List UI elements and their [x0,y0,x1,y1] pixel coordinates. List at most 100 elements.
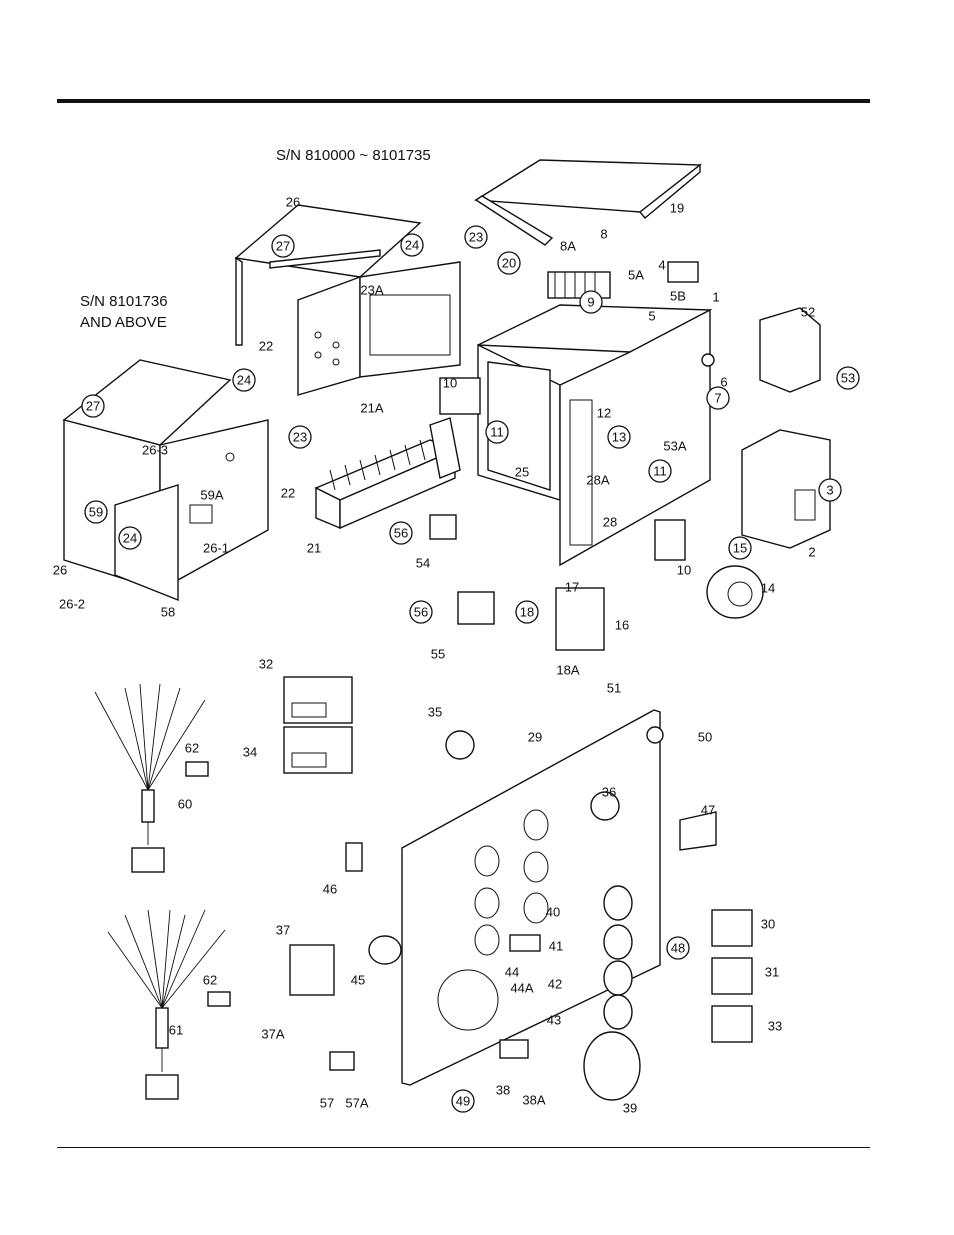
callout-6: 6 [720,375,727,390]
callout-text: 27 [86,399,100,414]
callout-text: 12 [597,406,611,421]
counter-32 [283,676,353,724]
callout-text: 52 [801,305,815,320]
callout-26-1: 26-1 [203,541,229,556]
callout-text: 21A [360,401,383,416]
callout-text: 8A [560,239,576,254]
cover-strip [269,249,381,269]
callout-text: 15 [733,541,747,556]
callout-44: 44 [505,965,519,980]
callout-8: 8 [600,227,607,242]
callout-30: 30 [761,917,775,932]
callout-text: 5B [670,289,686,304]
terminal-block-21 [314,417,461,530]
switch-35 [445,730,475,760]
callout-9: 9 [579,290,603,314]
callout-21A: 21A [360,401,383,416]
callout-1: 1 [712,290,719,305]
callout-text: 8 [600,227,607,242]
callout-text: 4 [658,258,665,273]
callout-7: 7 [706,386,730,410]
callout-text: 62 [185,741,199,756]
callout-text: 24 [237,373,251,388]
callout-55: 55 [431,647,445,662]
breaker-2 [741,429,831,549]
callout-13: 13 [607,425,631,449]
callout-53A: 53A [663,439,686,454]
callout-circle [706,386,730,410]
callout-text: 44A [510,981,533,996]
callout-text: 25 [515,465,529,480]
lamp-45 [368,935,402,965]
callout-35: 35 [428,705,442,720]
callout-text: 48 [671,941,685,956]
callout-text: 23A [360,283,383,298]
callout-text: 39 [623,1101,637,1116]
callout-37A: 37A [261,1027,284,1042]
callout-27b: 27 [81,394,105,418]
fuse-62a [185,761,209,777]
callout-text: 18A [556,663,579,678]
callout-text: 44 [505,965,519,980]
callout-text: 55 [431,647,445,662]
callout-40: 40 [546,905,560,920]
callout-text: 57A [345,1096,368,1111]
clip-4 [667,261,699,283]
callout-circle [607,425,631,449]
part-26-1 [189,504,213,524]
callout-text: 35 [428,705,442,720]
callout-text: 24 [405,238,419,253]
callout-text: 3 [826,483,833,498]
callout-56a: 56 [389,521,413,545]
callout-text: 6 [720,375,727,390]
housing-22-front [297,275,361,396]
callout-text: 20 [502,256,516,271]
callout-18A: 18A [556,663,579,678]
top-cover-assembly [234,204,461,396]
part-10-upper [439,377,481,415]
callout-text: 56 [394,526,408,541]
callout-text: 13 [612,430,626,445]
callout-circle [728,536,752,560]
callout-text: 16 [615,618,629,633]
callout-text: 41 [549,939,563,954]
callout-circle [818,478,842,502]
key-switch-37 [289,944,335,996]
knob-50 [646,726,664,744]
breaker-assembly [741,307,831,549]
cover-26-left [235,256,243,346]
callout-text: 53 [841,371,855,386]
callout-text: 38A [522,1093,545,1108]
callout-circle [497,251,521,275]
gauge-39 [583,1031,641,1101]
callout-59A: 59A [200,488,223,503]
callout-text: 7 [714,391,721,406]
callout-text: 14 [761,581,775,596]
callout-24a: 24 [400,233,424,257]
callout-57: 57 [320,1096,334,1111]
callout-circle [232,368,256,392]
callout-24c: 24 [118,526,142,550]
callout-56b: 56 [409,600,433,624]
callout-text: 21 [307,541,321,556]
callout-20: 20 [497,251,521,275]
callout-text: 5 [648,309,655,324]
serial-note-left-2: AND ABOVE [80,314,167,331]
callout-50: 50 [698,730,712,745]
callout-text: 23 [293,430,307,445]
main-enclosure-1 [477,261,715,567]
callout-62b: 62 [203,973,217,988]
callout-42: 42 [548,977,562,992]
fuse-62b [207,991,231,1007]
callout-4: 4 [658,258,665,273]
callout-text: 54 [416,556,430,571]
terminal-8 [547,271,611,299]
relay-54 [429,514,457,540]
serial-note-left-1: S/N 8101736 [80,293,168,310]
callout-59: 59 [84,500,108,524]
callout-circle [836,366,860,390]
callout-26-3: 26-3 [142,443,168,458]
callout-text: 56 [414,605,428,620]
